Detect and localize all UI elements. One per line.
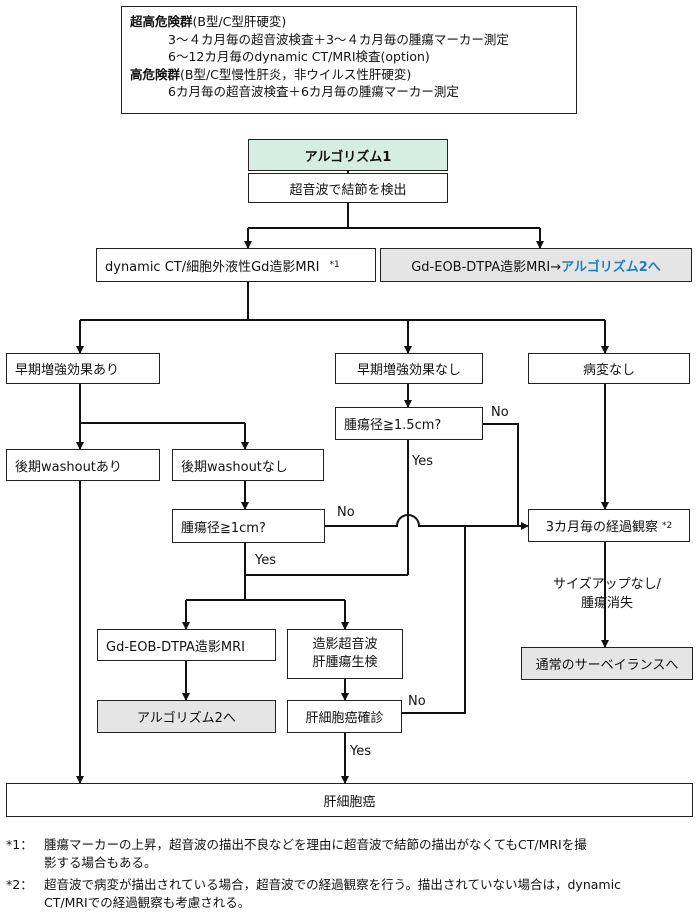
eob-mri-box: Gd-EOB-DTPA造影MRI <box>97 629 276 661</box>
detect-nodule-box: 超音波で結節を検出 <box>248 173 448 203</box>
hcc-confirm-box: 肝細胞癌確診 <box>287 700 402 733</box>
line-confirm-no <box>402 526 466 714</box>
early-enhance-no-box: 早期増強効果なし <box>335 353 483 384</box>
size-1cm-box: 腫瘍径≧1cm? <box>172 509 325 543</box>
no-change-label: サイズアップなし/ 腫瘍消失 <box>553 577 661 611</box>
confirm-no-label: No <box>408 694 426 709</box>
late-washout-no-box: 後期washoutなし <box>172 449 324 481</box>
contrast-us-biopsy-box: 造影超音波肝腫瘍生検 <box>287 629 403 679</box>
algorithm2-box: アルゴリズム2へ <box>97 700 276 733</box>
hcc-box: 肝細胞癌 <box>6 783 693 817</box>
eob-route-box: Gd-EOB-DTPA造影MRI→アルゴリズム2へ <box>380 248 692 282</box>
size-15cm-box: 腫瘍径≧1.5cm? <box>335 407 483 440</box>
high-risk-line1: 6カ月毎の超音波検査＋6カ月毎の腫瘍マーカー測定 <box>168 84 459 99</box>
followup-3month-box: 3カ月毎の経過観察*2 <box>528 509 690 542</box>
routine-surveillance-box: 通常のサーベイランスへ <box>521 647 693 680</box>
size1-no-label: No <box>337 505 355 520</box>
late-washout-yes-box: 後期washoutあり <box>6 449 160 481</box>
high-risk-heading: 高危険群(B型/C型慢性肝炎，非ウイルス性肝硬変) <box>130 66 412 82</box>
confirm-yes-label: Yes <box>350 744 371 759</box>
algorithm1-title: アルゴリズム1 <box>248 139 448 171</box>
size15-yes-label: Yes <box>412 454 433 469</box>
footnote-1: *1：腫瘍マーカーの上昇，超音波の描出不良などを理由に超音波で結節の描出がなくて… <box>6 837 587 870</box>
very-high-risk-heading: 超高危険群(B型/C型肝硬変) <box>130 14 287 29</box>
very-high-risk-line1: 3～４カ月毎の超音波検査＋3～４カ月毎の腫瘍マーカー測定 <box>168 31 509 47</box>
very-high-risk-line2: 6～12カ月毎のdynamic CT/MRI検査(option) <box>168 49 430 64</box>
risk-group-box: 超高危険群(B型/C型肝硬変) 3～４カ月毎の超音波検査＋3～４カ月毎の腫瘍マー… <box>121 6 577 114</box>
no-lesion-box: 病変なし <box>528 353 690 384</box>
line-size1-no <box>325 514 529 530</box>
line-size15-no <box>483 423 519 526</box>
size1-yes-label: Yes <box>255 553 276 568</box>
dynamic-ct-mri-box: dynamic CT/細胞外液性Gd造影MRI*1 <box>96 248 376 282</box>
footnote-2: *2：超音波で病変が描出されている場合，超音波での経過観察を行う。描出されていな… <box>6 877 621 910</box>
size15-no-label: No <box>491 405 509 420</box>
early-enhance-yes-box: 早期増強効果あり <box>6 353 160 384</box>
